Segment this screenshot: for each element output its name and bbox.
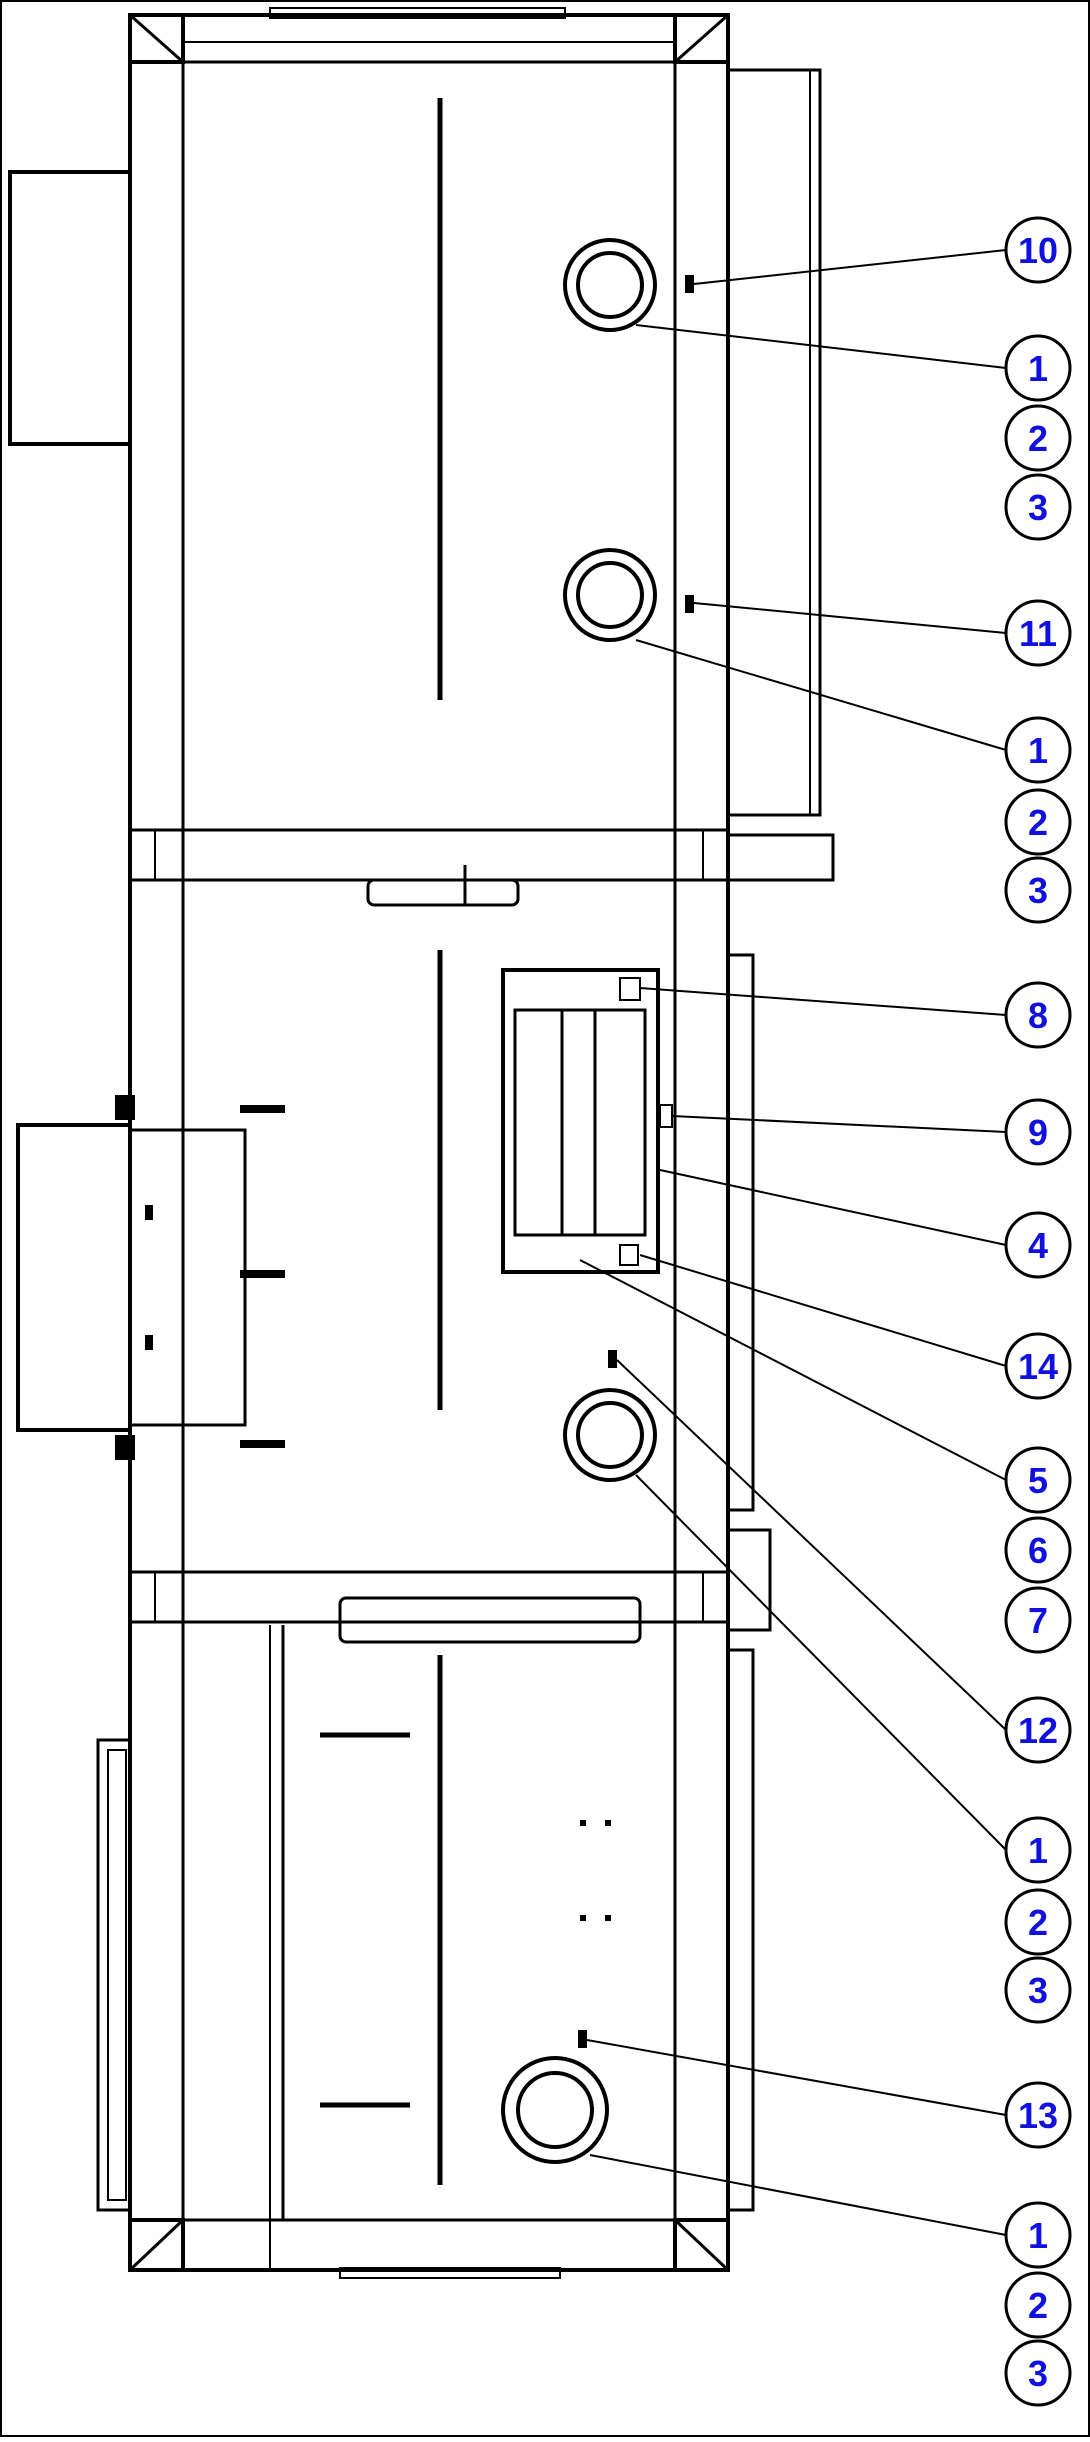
- callout-balloon-5: [1004, 1446, 1072, 1514]
- leader-line-5: [579, 1259, 1007, 1481]
- callout-balloon-11: [1004, 599, 1072, 667]
- markers: [578, 275, 694, 2048]
- callout-balloon-7: [1004, 1586, 1072, 1654]
- callout-balloon-1: [1004, 716, 1072, 784]
- callout-balloon-1: [1004, 2201, 1072, 2269]
- leader-lines: [579, 249, 1007, 2236]
- callout-number: 6: [1028, 1530, 1048, 1571]
- callout-number: 10: [1018, 230, 1058, 271]
- callout-number: 12: [1018, 1710, 1058, 1751]
- callout-number: 2: [1028, 2285, 1048, 2326]
- callout-number: 8: [1028, 995, 1048, 1036]
- callout-number: 3: [1028, 1970, 1048, 2011]
- callout-number: 3: [1028, 2353, 1048, 2394]
- leader-line-9: [671, 1115, 1007, 1133]
- callout-balloon-6: [1004, 1516, 1072, 1584]
- callout-balloon-10: [1004, 216, 1072, 284]
- leader-line-1: [589, 2154, 1007, 2236]
- callout-number: 2: [1028, 418, 1048, 459]
- callout-balloon-3: [1004, 1956, 1072, 2024]
- leader-line-11: [693, 602, 1007, 634]
- frame-outline: [8, 7, 835, 2279]
- callout-balloon-1: [1004, 1816, 1072, 1884]
- callout-number: 5: [1028, 1460, 1048, 1501]
- callout-number: 1: [1028, 730, 1048, 771]
- callout-number: 9: [1028, 1112, 1048, 1153]
- callout-balloon-13: [1004, 2081, 1072, 2149]
- leader-line-1: [635, 1474, 1007, 1851]
- callout-balloon-3: [1004, 2339, 1072, 2407]
- callout-number: 14: [1018, 1346, 1058, 1387]
- callout-number: 2: [1028, 802, 1048, 843]
- leader-line-12: [616, 1359, 1007, 1731]
- callout-number: 4: [1028, 1225, 1048, 1266]
- callout-balloon-2: [1004, 788, 1072, 856]
- callout-balloon-9: [1004, 1098, 1072, 1166]
- callout-number: 3: [1028, 870, 1048, 911]
- callout-balloon-1: [1004, 334, 1072, 402]
- callout-number: 1: [1028, 1830, 1048, 1871]
- leader-line-4: [659, 1169, 1007, 1246]
- leader-line-10: [693, 249, 1007, 285]
- leader-line-14: [639, 1254, 1007, 1367]
- callout-number: 7: [1028, 1600, 1048, 1641]
- callout-balloon-3: [1004, 473, 1072, 541]
- mounting-bolts: [115, 1095, 285, 1460]
- callout-balloon-2: [1004, 404, 1072, 472]
- callout-number: 11: [1019, 613, 1057, 654]
- filter-assembly: [501, 968, 673, 1274]
- callout-balloon-4: [1004, 1211, 1072, 1279]
- leader-line-8: [639, 987, 1007, 1016]
- callout-number: 1: [1028, 2215, 1048, 2256]
- center-markings: [320, 98, 443, 2185]
- callout-balloon-2: [1004, 2271, 1072, 2339]
- callout-balloon-12: [1004, 1696, 1072, 1764]
- callout-balloon-8: [1004, 981, 1072, 1049]
- callout-number: 13: [1018, 2095, 1058, 2136]
- leader-line-1: [635, 324, 1007, 369]
- callout-number: 1: [1028, 348, 1048, 389]
- callout-number: 2: [1028, 1902, 1048, 1943]
- ports: [501, 238, 657, 2164]
- callout-number: 3: [1028, 487, 1048, 528]
- callout-balloon-14: [1004, 1332, 1072, 1400]
- leader-line-1: [635, 639, 1007, 751]
- callout-balloon-2: [1004, 1888, 1072, 1956]
- leader-line-13: [586, 2039, 1007, 2116]
- callout-balloon-3: [1004, 856, 1072, 924]
